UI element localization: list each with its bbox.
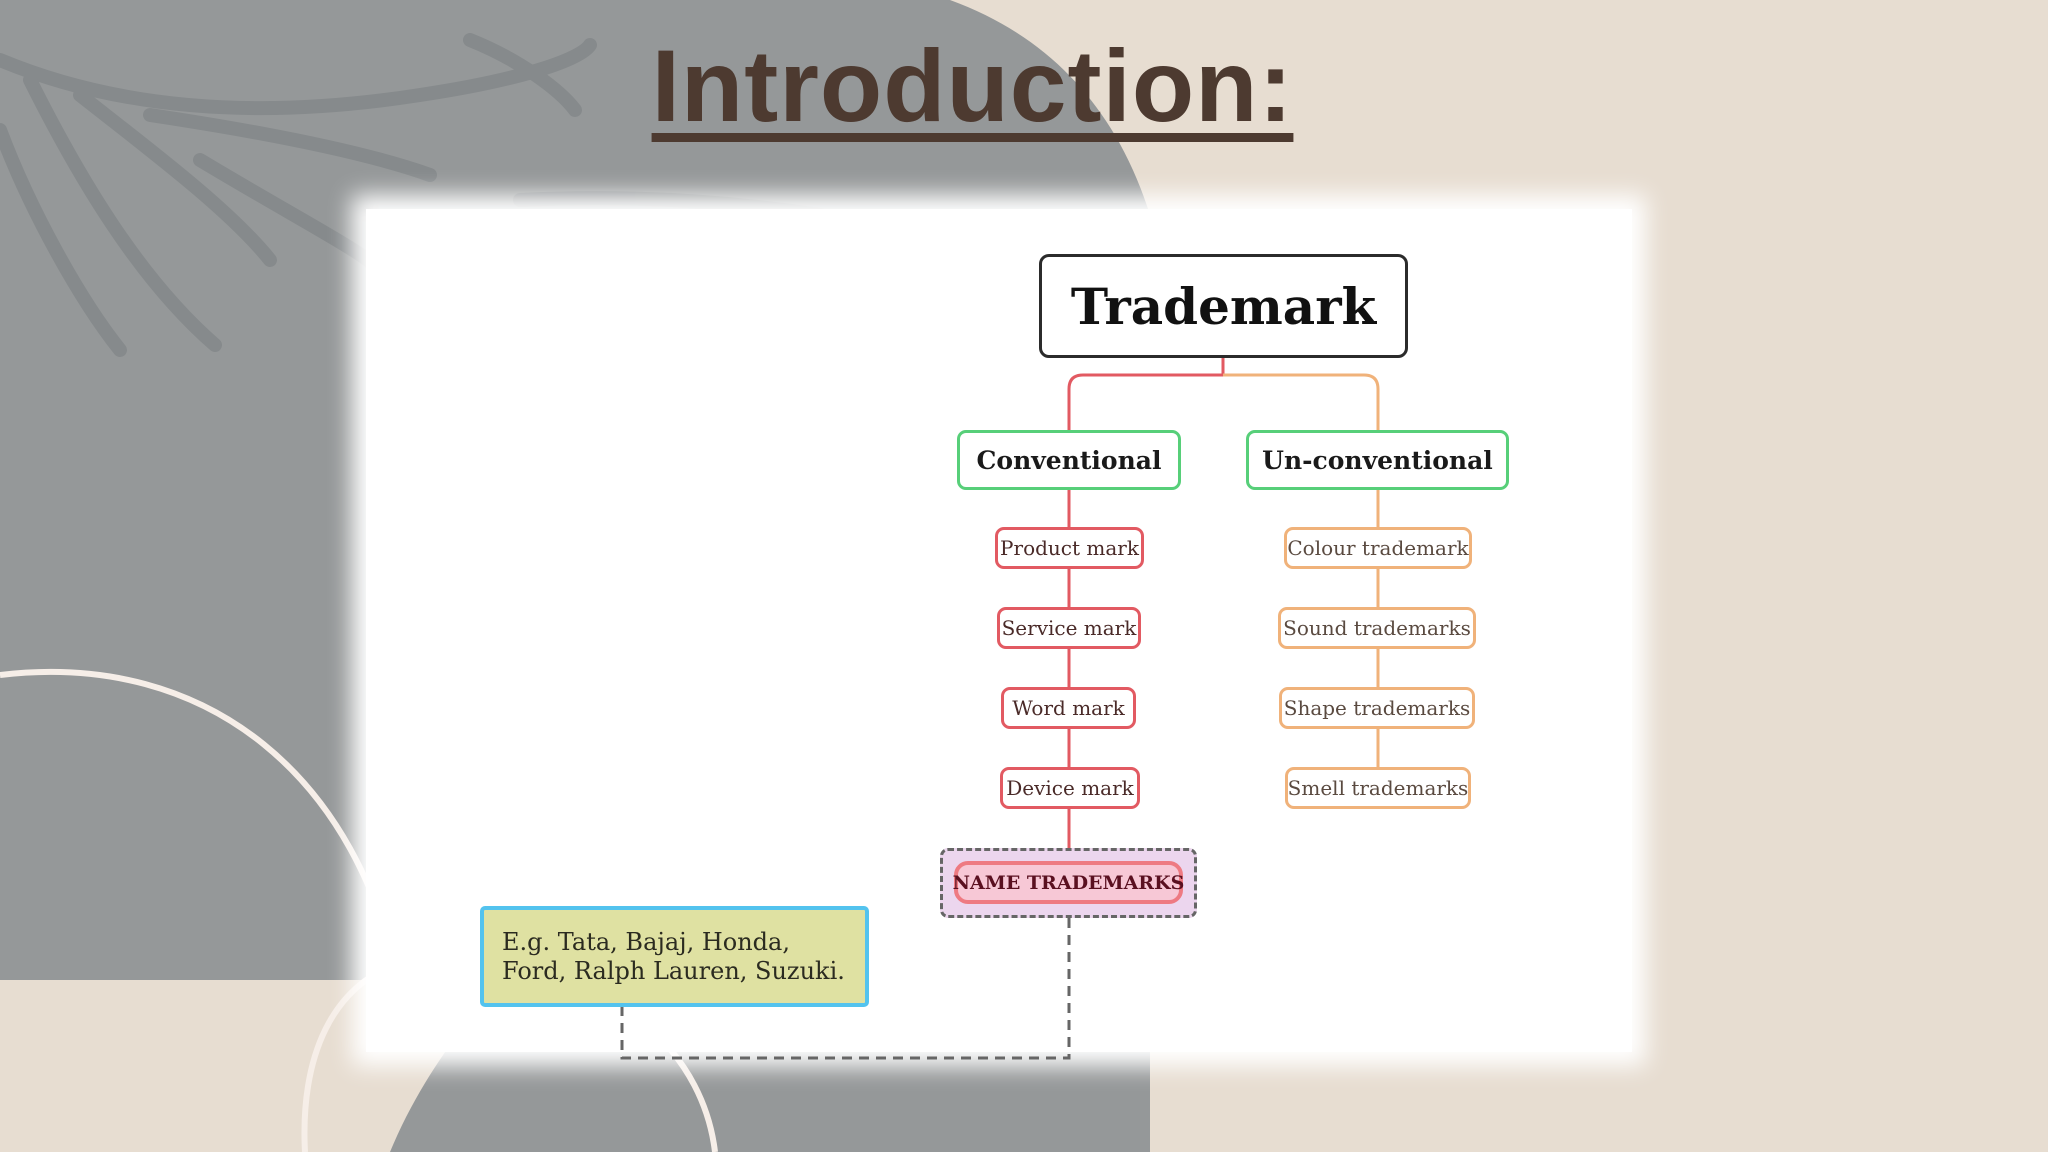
unconventional-item-colour: Colour trademark <box>1284 527 1472 569</box>
unconventional-item-smell: Smell trademarks <box>1285 767 1471 809</box>
connector-example <box>620 918 1071 1060</box>
connector-root-unconventional <box>1223 373 1380 430</box>
trademark-root-node: Trademark <box>1039 254 1408 358</box>
unconventional-item-sound: Sound trademarks <box>1278 607 1476 649</box>
connector-root-conventional <box>1067 358 1225 430</box>
slide-title: Introduction: <box>651 29 1294 143</box>
conventional-item-product-mark: Product mark <box>995 527 1144 569</box>
name-trademarks-node: NAME TRADEMARKS <box>953 861 1184 904</box>
unconventional-category-node: Un-conventional <box>1246 430 1509 490</box>
conventional-item-word-mark: Word mark <box>1001 687 1136 729</box>
unconventional-item-shape: Shape trademarks <box>1279 687 1475 729</box>
example-note: E.g. Tata, Bajaj, Honda, Ford, Ralph Lau… <box>480 906 869 1007</box>
conventional-item-device-mark: Device mark <box>1000 767 1140 809</box>
conventional-item-service-mark: Service mark <box>997 607 1141 649</box>
conventional-category-node: Conventional <box>957 430 1181 490</box>
